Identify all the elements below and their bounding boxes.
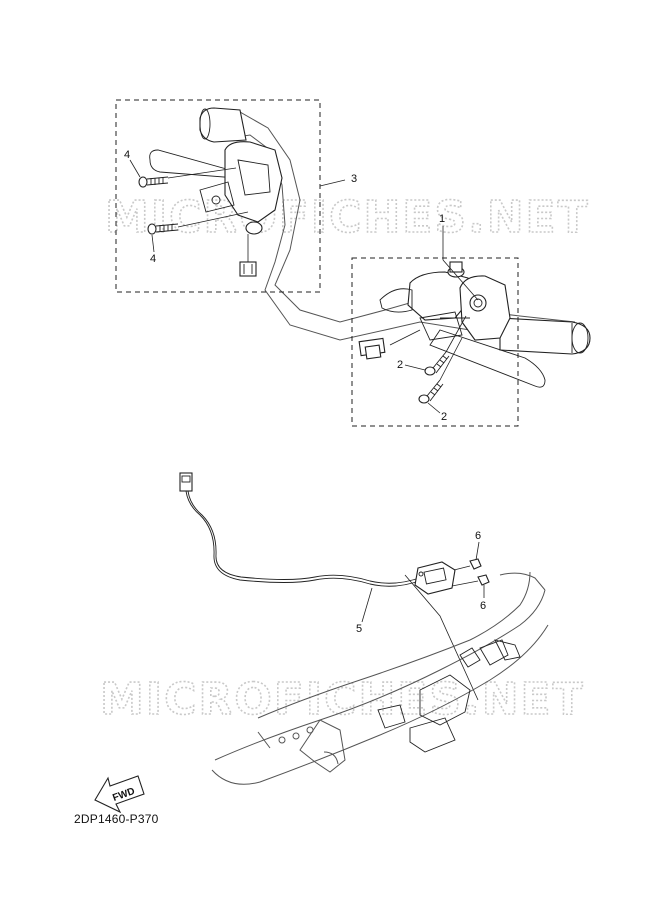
callout-4-lower: 4: [150, 253, 156, 265]
brake-lever: [429, 329, 546, 388]
callout-3: 3: [351, 173, 357, 185]
callout-2-upper: 2: [397, 359, 403, 371]
cable-connector: [179, 472, 193, 492]
brake-switch-connector: [358, 329, 421, 360]
sensor-switch: [414, 561, 456, 595]
sensor-cable: [185, 490, 423, 587]
screw-4-lower: [147, 223, 179, 235]
callout-6-lower: 6: [480, 600, 486, 612]
frame-section: [211, 571, 549, 785]
callout-1: 1: [439, 213, 445, 225]
watermark-top: MICROFICHES.NET: [105, 192, 590, 243]
left-switch-group-box: [115, 99, 321, 293]
callout-4-upper: 4: [124, 149, 130, 161]
forward-arrow-icon: FWD: [94, 775, 145, 814]
right-switch-group-box: [351, 257, 519, 427]
part-code: 2DP1460-P370: [74, 812, 159, 826]
bolt-6-lower: [451, 574, 490, 587]
right-grip: [499, 317, 591, 355]
bolt-6-upper: [453, 558, 482, 571]
screw-2-lower: [418, 379, 444, 404]
callout-2-lower: 2: [441, 411, 447, 423]
screw-2-upper: [424, 351, 450, 376]
screw-4-upper: [138, 176, 169, 188]
left-grip: [199, 107, 247, 143]
clutch-lever: [149, 149, 237, 179]
callout-5: 5: [356, 623, 362, 635]
callout-6-upper: 6: [475, 530, 481, 542]
watermark-bottom: MICROFICHES.NET: [100, 674, 585, 725]
left-handlebar-switch: [199, 141, 283, 277]
mounting-bracket: [377, 639, 521, 753]
master-cylinder: [379, 261, 471, 321]
right-handlebar-switch: [419, 275, 511, 341]
